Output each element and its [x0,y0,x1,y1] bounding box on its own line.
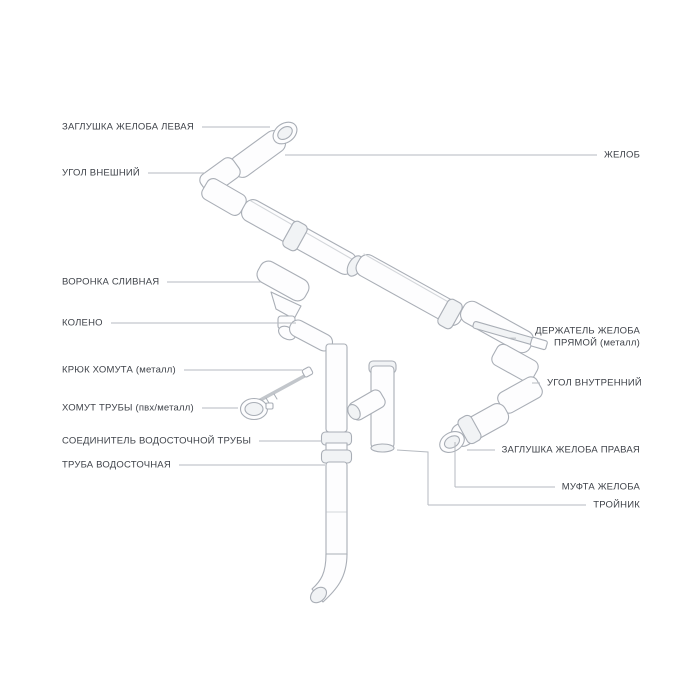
downpipe-upper [325,343,348,433]
leader-line [201,126,270,128]
label-text: ЗАГЛУШКА ЖЕЛОБА ПРАВАЯ [501,444,640,456]
gutter-coupling-shape [457,414,482,445]
leader-line [455,486,555,488]
label-text: МУФТА ЖЕЛОБА [561,481,640,493]
leader-line [178,464,325,466]
leader-line [147,172,205,174]
label-clamp-hook: КРЮК ХОМУТА (металл) [62,365,302,376]
funnel-shape [256,260,310,302]
inner-corner-shape [491,343,539,383]
downpipe-lower [325,461,348,559]
label-pipe-connector: СОЕДИНИТЕЛЬ ВОДОСТОЧНОЙ ТРУБЫ [62,436,322,447]
label-drain-funnel: ВОРОНКА СЛИВНАЯ [62,277,261,288]
label-text: ВОРОНКА СЛИВНАЯ [62,276,160,288]
label-outer-corner: УГОЛ ВНЕШНИЙ [62,168,205,179]
label-pipe-clamp: ХОМУТ ТРУБЫ (пвх/металл) [62,403,238,414]
label-gutter-bracket: ДЕРЖАТЕЛЬ ЖЕЛОБА ПРЯМОЙ (металл) [508,326,640,351]
label-inner-corner: УГОЛ ВНУТРЕННИЙ [532,377,642,389]
gutter-art [199,121,548,604]
label-tee: ТРОЙНИК [428,500,640,511]
leader-line [467,449,495,451]
leader-line [183,369,302,371]
leader-line [532,382,540,384]
label-downpipe: ТРУБА ВОДОСТОЧНАЯ [62,460,325,471]
leader-line [259,440,322,442]
label-gutter: ЖЕЛОБ [285,150,640,161]
label-gutter-coupling: МУФТА ЖЕЛОБА [455,482,640,493]
label-text: ТРУБА ВОДОСТОЧНАЯ [62,459,171,471]
leader-tee [396,449,429,505]
label-gutter-end-cap-left: ЗАГЛУШКА ЖЕЛОБА ЛЕВАЯ [62,122,270,133]
label-text: ХОМУТ ТРУБЫ (пвх/металл) [62,402,194,414]
label-text: УГОЛ ВНУТРЕННИЙ [547,377,642,389]
leader-line [428,504,587,506]
label-elbow: КОЛЕНО [62,318,296,329]
label-text: УГОЛ ВНЕШНИЙ [62,167,140,179]
label-text: ТРОЙНИК [593,499,640,511]
label-text: СОЕДИНИТЕЛЬ ВОДОСТОЧНОЙ ТРУБЫ [62,435,252,447]
leader-line [167,281,261,283]
label-text: ЖЕЛОБ [604,149,640,161]
label-text: ЗАГЛУШКА ЖЕЛОБА ЛЕВАЯ [62,121,194,133]
leader-line [508,337,516,339]
leader-line [285,154,598,156]
leader-lines-elbow [396,442,456,505]
leader-line [110,322,296,324]
label-text: ДЕРЖАТЕЛЬ ЖЕЛОБА ПРЯМОЙ (металл) [535,325,640,349]
label-text: КОЛЕНО [62,317,103,329]
label-text: КРЮК ХОМУТА (металл) [62,364,176,376]
leader-line [201,407,238,409]
label-gutter-end-cap-right: ЗАГЛУШКА ЖЕЛОБА ПРАВАЯ [467,445,640,456]
